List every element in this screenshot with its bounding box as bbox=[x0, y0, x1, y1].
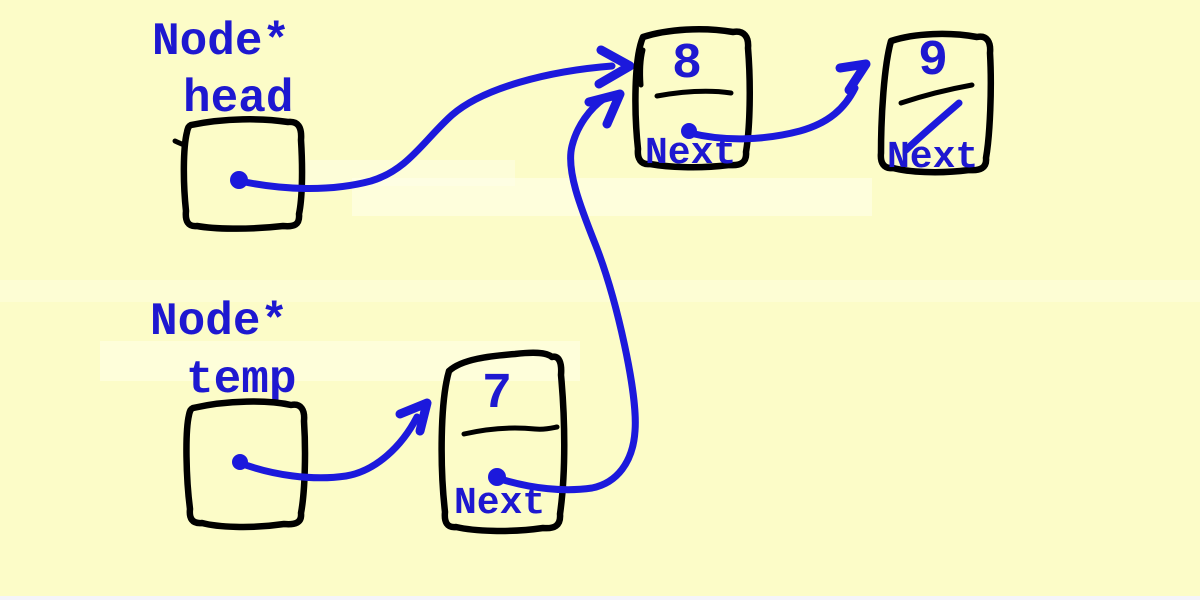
node-8-group: 8 Next bbox=[632, 26, 871, 175]
head-pointer-box bbox=[180, 116, 306, 232]
node-9-value: 9 bbox=[918, 33, 948, 90]
head-to-node8-arrow bbox=[236, 62, 616, 192]
temp-type-label: Node* bbox=[150, 296, 288, 348]
node-8-box-pen-tick bbox=[638, 47, 646, 88]
temp-to-node7-arrowhead-icon bbox=[395, 398, 432, 436]
head-pointer-group: Node* head bbox=[152, 16, 635, 232]
temp-var-label: temp bbox=[186, 354, 296, 406]
node7-next-to-node8-arrow bbox=[493, 94, 639, 494]
node-9-null-slash bbox=[902, 99, 963, 154]
node8-next-to-node9-arrow bbox=[686, 84, 859, 143]
temp-pointer-group: Node* temp bbox=[150, 296, 432, 531]
node8-next-to-node9-arrowhead-icon bbox=[835, 59, 871, 95]
node-7-box bbox=[438, 349, 568, 535]
bottom-white-strip bbox=[0, 596, 1200, 600]
head-pointer-box-pen-tick bbox=[172, 138, 187, 148]
node-9-group: 9 Next bbox=[877, 30, 995, 179]
node-7-group: 7 Next bbox=[438, 89, 639, 535]
background-highlight-band bbox=[352, 178, 872, 216]
node-7-value: 7 bbox=[482, 366, 512, 423]
head-type-label: Node* bbox=[152, 16, 290, 68]
node-9-next-label: Next bbox=[887, 136, 978, 179]
temp-pointer-box bbox=[183, 398, 309, 531]
node-8-value: 8 bbox=[672, 36, 702, 93]
head-to-node8-arrowhead-icon bbox=[594, 45, 635, 89]
node-9-divider bbox=[898, 82, 975, 106]
background-highlight-band bbox=[0, 280, 1200, 302]
node-8-divider bbox=[654, 88, 734, 99]
node-8-box bbox=[632, 26, 753, 171]
node-9-box bbox=[877, 30, 995, 176]
temp-to-node7-arrow bbox=[236, 413, 421, 482]
node-7-divider bbox=[461, 424, 560, 437]
node7-next-to-node8-arrowhead-icon bbox=[584, 89, 625, 129]
background-highlight-band bbox=[100, 341, 580, 381]
